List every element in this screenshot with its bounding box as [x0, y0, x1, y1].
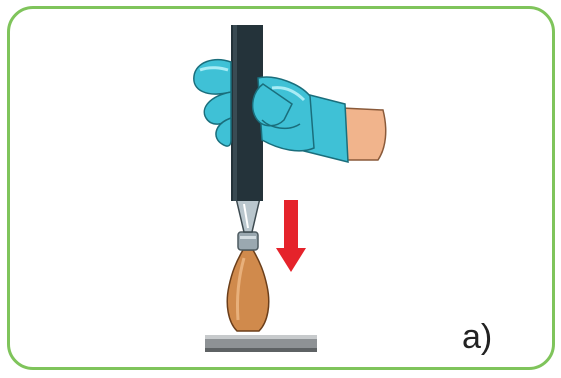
wooden-handle-icon: [227, 232, 268, 331]
gloved-hand-icon: [194, 60, 386, 162]
panel-label: a): [462, 318, 492, 357]
metal-plate-icon: [205, 335, 317, 352]
file-tang-icon: [236, 198, 260, 232]
down-arrow-icon: [276, 200, 306, 272]
